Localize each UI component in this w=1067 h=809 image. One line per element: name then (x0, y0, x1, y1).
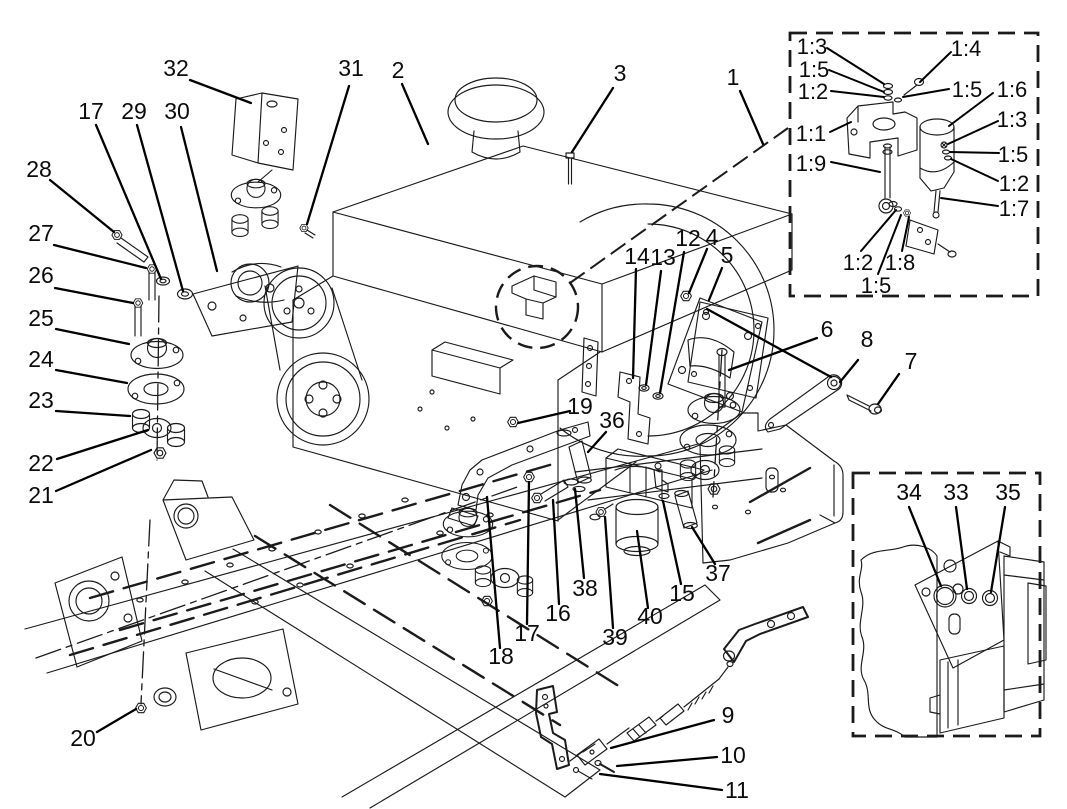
inset-bottom-drawing (858, 540, 1047, 738)
callout-1-5d: 1:5 (861, 273, 892, 298)
callout-23: 23 (28, 387, 54, 413)
callout-26: 26 (28, 262, 54, 288)
callout-7: 7 (905, 348, 918, 374)
callout-1-8: 1:8 (885, 250, 916, 275)
callout-6: 6 (821, 316, 834, 342)
callout-38: 38 (572, 575, 598, 601)
callout-18: 18 (488, 643, 514, 669)
leader-lines (48, 78, 901, 792)
inset-detail-bottom (851, 471, 1047, 738)
callout-32: 32 (163, 55, 189, 81)
callout-1-3b: 1:3 (997, 107, 1028, 132)
callout-29: 29 (121, 98, 147, 124)
callout-1-3a: 1:3 (797, 34, 828, 59)
callout-37: 37 (705, 560, 731, 586)
callout-1-5b: 1:5 (952, 77, 983, 102)
nut-20-part (135, 702, 147, 714)
callout-1-9: 1:9 (796, 151, 827, 176)
callout-12: 12 (675, 225, 701, 251)
callout-1: 1 (727, 64, 740, 90)
callout-3: 3 (614, 60, 627, 86)
callout-9: 9 (722, 702, 735, 728)
callout-14: 14 (624, 243, 650, 269)
fuel-filter-parts (556, 429, 705, 557)
callout-39: 39 (602, 624, 628, 650)
callout-31: 31 (338, 55, 364, 81)
detail-callout-circle (494, 127, 789, 350)
engine-support-bracket-parts (441, 416, 591, 607)
callout-28: 28 (26, 156, 52, 182)
inset-bottom-leaders (907, 505, 1007, 594)
callout-1-5a: 1:5 (799, 57, 830, 82)
callout-40: 40 (637, 603, 663, 629)
callout-24: 24 (28, 346, 54, 372)
callout-27: 27 (28, 220, 54, 246)
left-mount-parts (111, 92, 316, 459)
callout-30: 30 (164, 98, 190, 124)
callout-1-2b: 1:2 (999, 171, 1030, 196)
callout-36: 36 (599, 407, 625, 433)
callout-1-7: 1:7 (999, 196, 1030, 221)
callout-1-2c: 1:2 (843, 250, 874, 275)
callout-21: 21 (28, 482, 54, 508)
callout-1-2a: 1:2 (798, 79, 829, 104)
callout-11: 11 (725, 777, 749, 803)
throttle-cable-parts (535, 606, 809, 780)
right-mount-parts (667, 290, 883, 498)
inset-top-leaders (826, 47, 1000, 275)
callout-19: 19 (567, 393, 593, 419)
callout-1-5c: 1:5 (998, 142, 1029, 167)
callout-4: 4 (706, 224, 719, 250)
callout-1-4: 1:4 (951, 36, 982, 61)
inset-top-drawing (846, 77, 957, 258)
callout-22: 22 (28, 450, 54, 476)
callout-8: 8 (861, 326, 874, 352)
callout-16: 16 (545, 600, 571, 626)
callout-5: 5 (721, 242, 734, 268)
callout-25: 25 (28, 305, 54, 331)
frame-drawing (24, 295, 721, 809)
callout-35: 35 (995, 479, 1021, 505)
callout-1-6: 1:6 (997, 77, 1028, 102)
callout-20: 20 (70, 725, 96, 751)
engine-drawing (230, 77, 793, 522)
callout-34: 34 (896, 479, 922, 505)
callout-13: 13 (650, 244, 676, 270)
inset-detail-top (788, 31, 1040, 298)
callout-33: 33 (943, 479, 969, 505)
callout-2: 2 (392, 57, 405, 83)
callout-labels: 32 31 2 3 1 17 29 30 28 27 26 25 24 23 2… (26, 34, 1029, 803)
callout-17a: 17 (78, 98, 104, 124)
callout-10: 10 (720, 742, 746, 768)
callout-17b: 17 (514, 620, 540, 646)
callout-15: 15 (669, 580, 695, 606)
callout-1-1: 1:1 (796, 121, 827, 146)
